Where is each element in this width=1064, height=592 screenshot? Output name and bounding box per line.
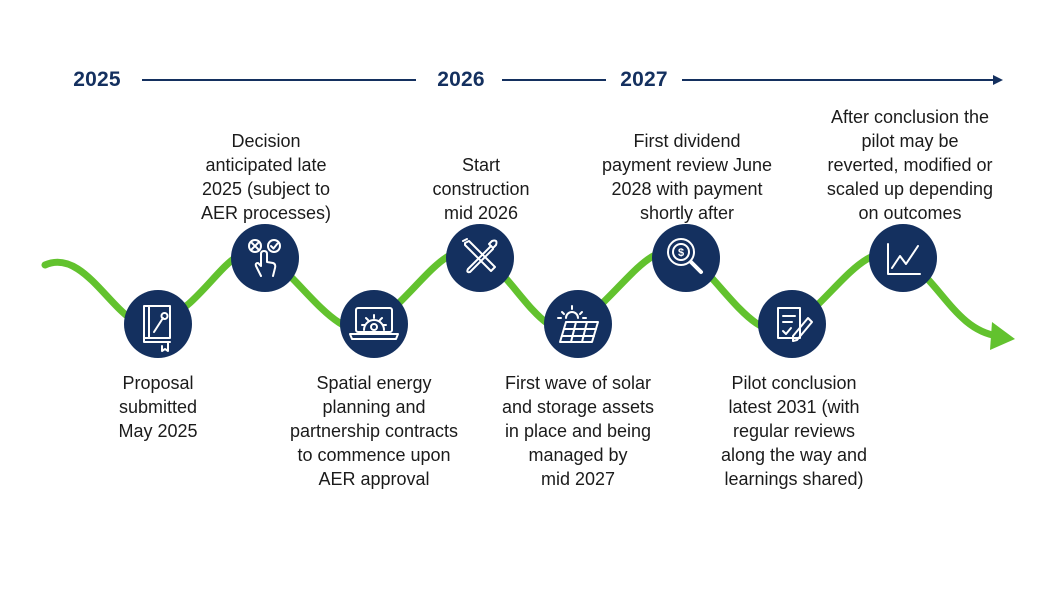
line-graph-icon [887, 243, 921, 275]
milestone-label-3: Spatial energy planning and partnership … [289, 373, 459, 489]
solar-panel-icon [557, 305, 599, 343]
year-label-2025: 2025 [73, 68, 121, 91]
milestone-circle-5 [544, 290, 612, 358]
milestone-label-1: Proposal submitted May 2025 [118, 373, 198, 441]
milestone-circle-8 [869, 224, 937, 292]
milestone-label-2: Decision anticipated late 2025 (subject … [200, 131, 332, 223]
milestone-circle-2 [231, 224, 299, 292]
year-label-2027: 2027 [620, 68, 668, 91]
svg-text:$: $ [678, 247, 684, 259]
choice-hand-icon [248, 239, 281, 277]
document-pen-icon [777, 307, 813, 342]
progress-wave [41, 247, 1002, 340]
tools-icon [462, 238, 498, 274]
milestone-label-5: First wave of solar and storage assets i… [501, 373, 655, 489]
progress-wave-arrowhead [990, 322, 1015, 350]
year-label-2026: 2026 [437, 68, 485, 91]
dollar-magnifier-icon: $ [667, 238, 703, 274]
milestone-label-6: First dividend payment review June 2028 … [601, 131, 773, 223]
milestone-circle-7 [758, 290, 826, 358]
milestone-label-7: Pilot conclusion latest 2031 (with regul… [720, 373, 868, 489]
book-wrench-icon [143, 305, 171, 352]
milestone-label-8: After conclusion the pilot may be revert… [826, 107, 994, 223]
laptop-gear-icon [349, 307, 399, 340]
milestone-label-4: Start construction mid 2026 [432, 155, 530, 223]
